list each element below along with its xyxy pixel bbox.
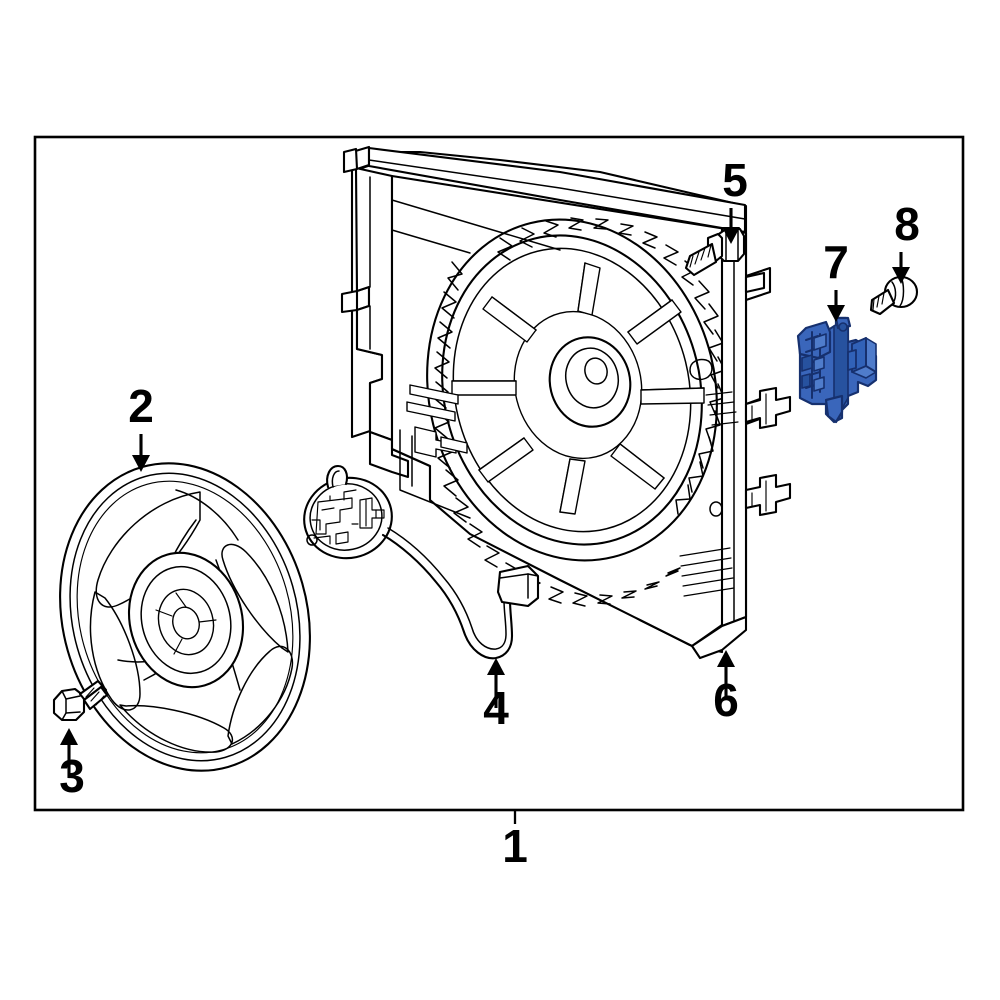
harness-connector-plug [496, 564, 540, 608]
cooling-fan-blade-part-2 [59, 462, 311, 772]
module-mounting-screw-part-8 [869, 275, 919, 316]
callout-6[interactable]: 6 [713, 650, 739, 726]
callout-8[interactable]: 8 [892, 198, 920, 284]
motor-internal-detail [311, 489, 385, 545]
shroud-right-upper-tab [744, 386, 792, 430]
callout-4[interactable]: 4 [483, 658, 509, 734]
assembly-boundary-frame [33, 135, 965, 812]
callout-4-label: 4 [483, 682, 509, 734]
callout-2[interactable]: 2 [128, 380, 154, 472]
fan-motor-and-harness-part-4 [303, 464, 540, 660]
callout-3[interactable]: 3 [59, 728, 85, 802]
shroud-mounting-bolt-part-5 [684, 227, 746, 277]
shroud-right-lower-tab [744, 473, 792, 517]
fan-retaining-bolt-part-3 [52, 679, 109, 722]
callout-1-label: 1 [502, 820, 528, 872]
callout-2-label: 2 [128, 380, 154, 432]
callout-6-label: 6 [713, 674, 739, 726]
callout-7[interactable]: 7 [823, 236, 849, 322]
fan-blade-hub [127, 551, 245, 689]
shroud-motor-hub [548, 336, 632, 428]
callout-1[interactable]: 1 [502, 811, 528, 872]
shroud-upper-right-louvres [705, 391, 739, 426]
shroud-lower-louvres [679, 547, 735, 597]
callout-3-label: 3 [59, 750, 85, 802]
fan-control-module-part-7-highlighted [796, 316, 878, 424]
callout-5[interactable]: 5 [722, 154, 748, 244]
callout-8-label: 8 [894, 198, 920, 250]
callout-7-label: 7 [823, 236, 849, 288]
shroud-opening-teeth [433, 217, 726, 607]
callout-5-label: 5 [722, 154, 748, 206]
shroud-lower-left-brackets [399, 384, 471, 519]
fan-shroud-part-6 [340, 145, 792, 660]
